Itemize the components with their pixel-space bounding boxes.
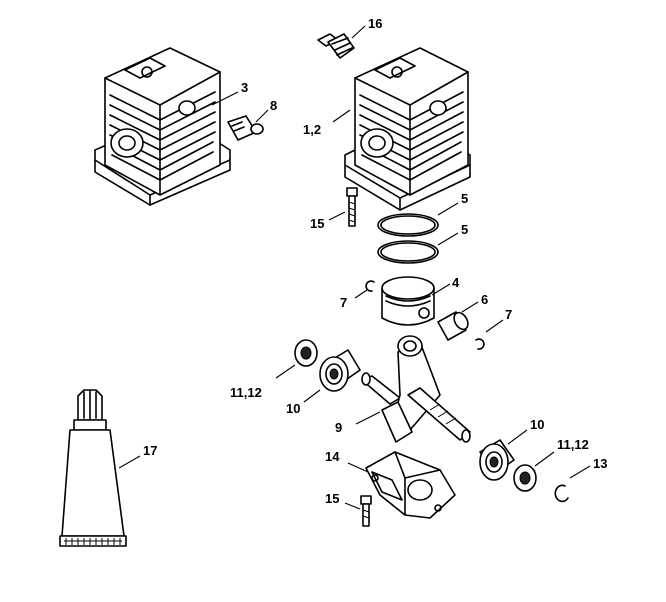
ball-bearing-left: [319, 349, 361, 392]
screw-upper: [346, 187, 358, 227]
crankcase-half: [365, 451, 456, 519]
piston-ring-upper: [377, 213, 439, 237]
decompression-valve: [227, 115, 264, 141]
label-15-upper: 15: [310, 216, 324, 231]
label-14: 14: [325, 449, 340, 464]
cylinder-left: [94, 47, 231, 206]
label-13: 13: [593, 456, 607, 471]
screw-lower: [360, 495, 372, 527]
crankshaft: [361, 335, 471, 443]
label-6: 6: [481, 292, 488, 307]
grease-tube: [59, 389, 127, 547]
cylinder-right: [344, 47, 471, 211]
label-15-lower: 15: [325, 491, 339, 506]
label-11-12-right: 11,12: [557, 437, 589, 452]
label-4: 4: [452, 275, 460, 290]
label-11-12-left: 11,12: [230, 385, 262, 400]
label-10-left: 10: [286, 401, 300, 416]
label-7-right: 7: [505, 307, 512, 322]
circlip-13: [554, 484, 569, 503]
circlip-right: [475, 338, 485, 350]
label-17: 17: [143, 443, 157, 458]
label-9: 9: [335, 420, 342, 435]
label-7-left: 7: [340, 295, 347, 310]
ball-bearing-right: [479, 439, 515, 481]
spark-plug: [317, 33, 355, 59]
oil-seal-right: [513, 464, 537, 492]
label-5-upper: 5: [461, 191, 468, 206]
label-10-right: 10: [530, 417, 544, 432]
label-16: 16: [368, 16, 382, 31]
piston-ring-lower: [377, 240, 439, 264]
label-8: 8: [270, 98, 277, 113]
circlip-left: [365, 280, 375, 292]
label-1-2: 1,2: [303, 122, 321, 137]
label-5-lower: 5: [461, 222, 468, 237]
label-3: 3: [241, 80, 248, 95]
piston: [381, 276, 435, 326]
oil-seal-left: [294, 339, 318, 367]
piston-pin: [437, 311, 469, 341]
